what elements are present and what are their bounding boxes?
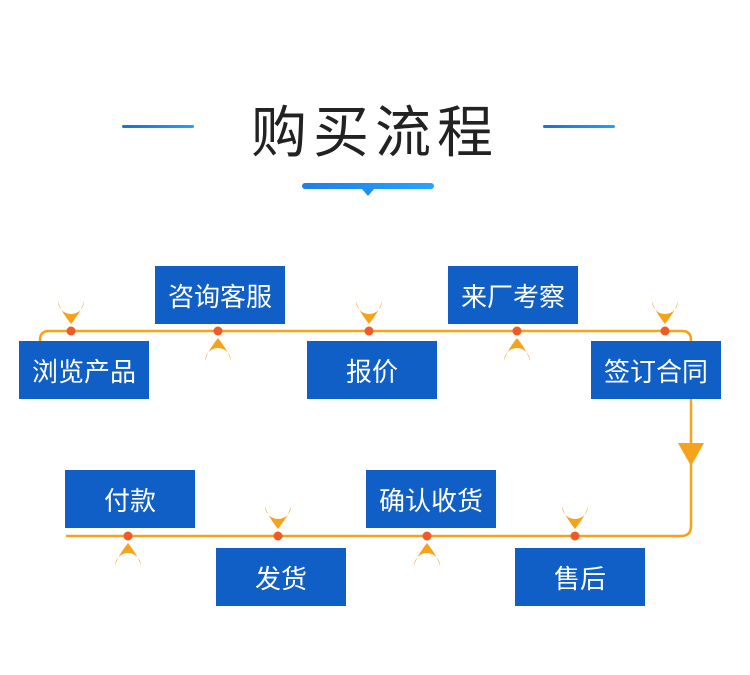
step-3-teardrop xyxy=(356,301,382,324)
step-3-number: 3 xyxy=(364,292,375,312)
step-4-number: 4 xyxy=(512,352,523,372)
step-5-box: 签订合同 xyxy=(591,341,721,399)
step-2-dot xyxy=(213,326,223,336)
step-1-box: 浏览产品 xyxy=(19,341,149,399)
step-4-box: 来厂考察 xyxy=(448,266,578,324)
title-right-decoration xyxy=(543,125,615,128)
step-6-teardrop xyxy=(115,543,141,566)
step-2-teardrop xyxy=(205,338,231,361)
step-2-marker: 2 xyxy=(205,326,231,372)
step-6-marker: 6 xyxy=(115,531,141,577)
step-9-marker: 9 xyxy=(562,497,588,541)
step-8-dot xyxy=(422,531,432,541)
step-9-teardrop xyxy=(562,506,588,529)
step-8-marker: 8 xyxy=(413,531,441,577)
step-5-dot xyxy=(660,326,670,336)
step-6-number: 6 xyxy=(123,557,134,577)
step-7-teardrop xyxy=(265,506,291,529)
step-9-dot xyxy=(570,531,580,541)
step-4-marker: 4 xyxy=(504,326,530,372)
step-7-number: 7 xyxy=(273,497,284,517)
step-1-marker: 1 xyxy=(58,292,84,336)
step-6-box: 付款 xyxy=(65,470,195,528)
step-4-dot xyxy=(512,326,522,336)
step-7-marker: 7 xyxy=(265,497,291,541)
step-5-teardrop xyxy=(652,301,678,324)
step-9-box: 售后 xyxy=(515,548,645,606)
page-title: 购买流程 xyxy=(251,101,499,166)
title-underline-pointer xyxy=(362,189,374,196)
step-7-dot xyxy=(273,531,283,541)
step-1-teardrop xyxy=(58,301,84,324)
step-5-marker: 5 xyxy=(652,292,678,336)
step-3-box: 报价 xyxy=(307,341,437,399)
step-7-box: 发货 xyxy=(216,548,346,606)
step-8-number: 8 xyxy=(422,557,433,577)
step-8-box: 确认收货 xyxy=(366,470,496,528)
title-left-decoration xyxy=(122,125,194,128)
title-underline xyxy=(302,183,434,189)
step-9-number: 9 xyxy=(570,497,581,517)
step-4-teardrop xyxy=(504,338,530,361)
step-2-number: 2 xyxy=(213,352,224,372)
step-3-dot xyxy=(364,326,374,336)
step-6-dot xyxy=(123,531,133,541)
flow-line xyxy=(38,329,693,538)
step-8-teardrop xyxy=(413,543,441,566)
step-3-marker: 3 xyxy=(356,292,382,336)
step-1-number: 1 xyxy=(66,292,77,312)
step-1-dot xyxy=(66,326,76,336)
flow-arrow xyxy=(678,443,704,466)
step-2-box: 咨询客服 xyxy=(155,266,285,324)
step-5-number: 5 xyxy=(660,292,671,312)
